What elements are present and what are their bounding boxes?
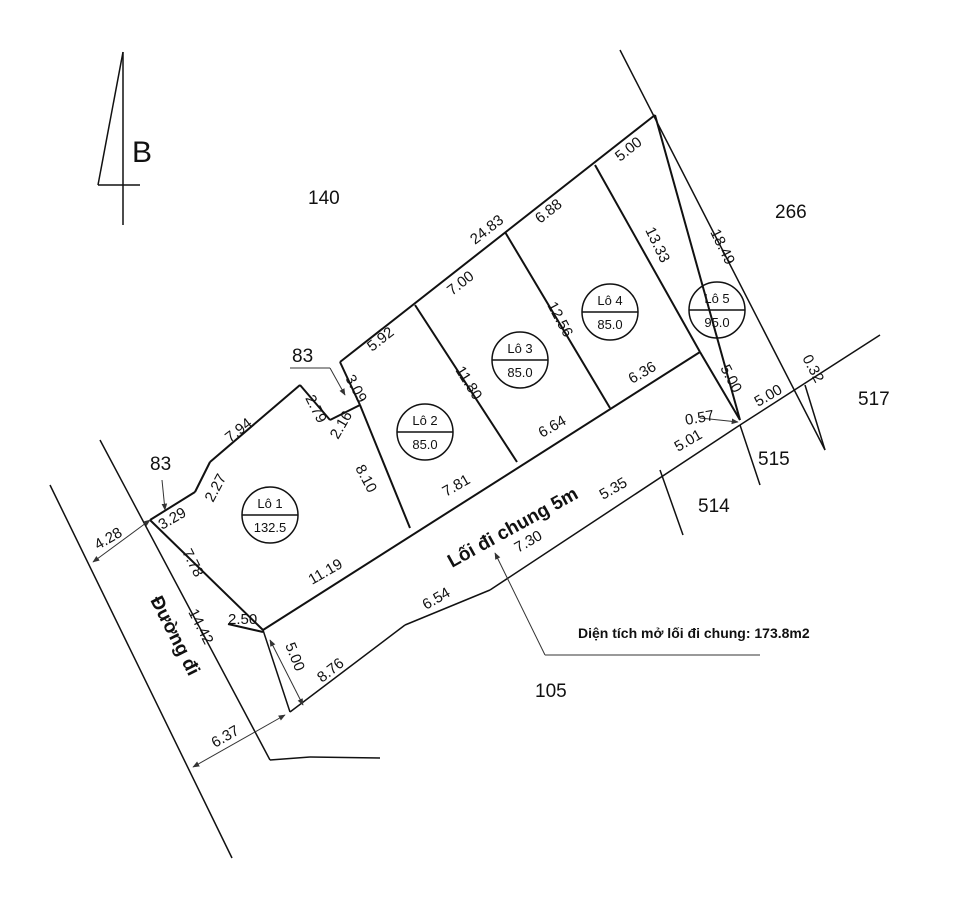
dim-0-57: 0.57 — [684, 407, 716, 429]
common-path-area-note: Diện tích mở lối đi chung: 173.8m2 — [578, 625, 810, 641]
dim-6-64: 6.64 — [536, 412, 570, 441]
lot-1-marker: Lô 1 132.5 — [241, 486, 299, 544]
dim-7-78: 7.78 — [178, 546, 206, 580]
main-road-label: Đường đi — [146, 593, 204, 679]
lot-2-area: 85.0 — [412, 437, 437, 452]
dim-11-19: 11.19 — [306, 556, 346, 589]
neighbor-lines — [619, 49, 826, 536]
dim-7-81: 7.81 — [440, 471, 474, 500]
dim-4-28: 4.28 — [92, 524, 126, 553]
leader-arrows — [92, 367, 760, 768]
dim-12-56: 12.56 — [543, 299, 576, 340]
dim-5-00-east: 5.00 — [716, 362, 745, 396]
north-arrow: B — [97, 51, 152, 225]
lot-4-name: Lô 4 — [597, 293, 622, 308]
lot-4-area: 85.0 — [597, 317, 622, 332]
dim-6-88: 6.88 — [532, 196, 565, 227]
lot-1-area: 132.5 — [254, 520, 287, 535]
dim-13-33: 13.33 — [641, 224, 673, 265]
parcel-83-upper: 83 — [292, 346, 313, 367]
dim-8-10: 8.10 — [351, 462, 380, 496]
dim-2-27: 2.27 — [202, 471, 231, 505]
dim-2-79: 2.79 — [301, 392, 329, 426]
lot-boundaries — [149, 114, 741, 633]
dim-5-35: 5.35 — [597, 474, 631, 503]
dim-11-80: 11.80 — [452, 363, 486, 403]
dim-3-09: 3.09 — [341, 372, 370, 406]
dim-6-37: 6.37 — [209, 722, 243, 751]
lot-5-name: Lô 5 — [704, 291, 729, 306]
parcel-83-lower: 83 — [150, 454, 171, 475]
dim-0-32: 0.32 — [798, 352, 827, 386]
lot-2-marker: Lô 2 85.0 — [396, 403, 454, 461]
dimension-labels: 4.28 3.29 2.27 7.94 2.79 2.16 3.09 5.92 … — [92, 134, 828, 752]
dim-6-36: 6.36 — [626, 358, 660, 387]
dim-7-00: 7.00 — [444, 268, 477, 299]
common-path-label: Lối đi chung 5m — [444, 483, 582, 572]
north-label: B — [132, 136, 152, 169]
dim-24-83: 24.83 — [467, 212, 507, 249]
dim-18-49: 18.49 — [706, 226, 738, 267]
parcel-514: 514 — [698, 496, 730, 517]
main-road-edges — [49, 439, 381, 859]
parcel-140: 140 — [308, 188, 340, 209]
dim-3-29: 3.29 — [156, 504, 190, 533]
parcel-numbers: 140 266 517 515 514 105 83 83 — [150, 188, 890, 702]
lot-5-area: 95.0 — [704, 315, 729, 330]
dim-2-50: 2.50 — [228, 611, 257, 628]
dim-5-00-path-width: 5.00 — [281, 640, 308, 673]
parcel-515: 515 — [758, 449, 790, 470]
parcel-517: 517 — [858, 389, 890, 410]
dim-5-92: 5.92 — [364, 324, 397, 355]
dim-7-94: 7.94 — [222, 415, 255, 446]
lot-3-name: Lô 3 — [507, 341, 532, 356]
parcel-266: 266 — [775, 202, 807, 223]
dim-5-00-top: 5.00 — [612, 134, 645, 165]
dim-6-54: 6.54 — [420, 584, 454, 613]
parcel-105: 105 — [535, 681, 567, 702]
lot-3-area: 85.0 — [507, 365, 532, 380]
lot-3-marker: Lô 3 85.0 — [491, 331, 549, 389]
lot-5-marker: Lô 5 95.0 — [688, 281, 746, 339]
lot-2-name: Lô 2 — [412, 413, 437, 428]
lot-4-marker: Lô 4 85.0 — [581, 283, 639, 341]
dim-2-16: 2.16 — [327, 408, 356, 442]
lot-1-name: Lô 1 — [257, 496, 282, 511]
